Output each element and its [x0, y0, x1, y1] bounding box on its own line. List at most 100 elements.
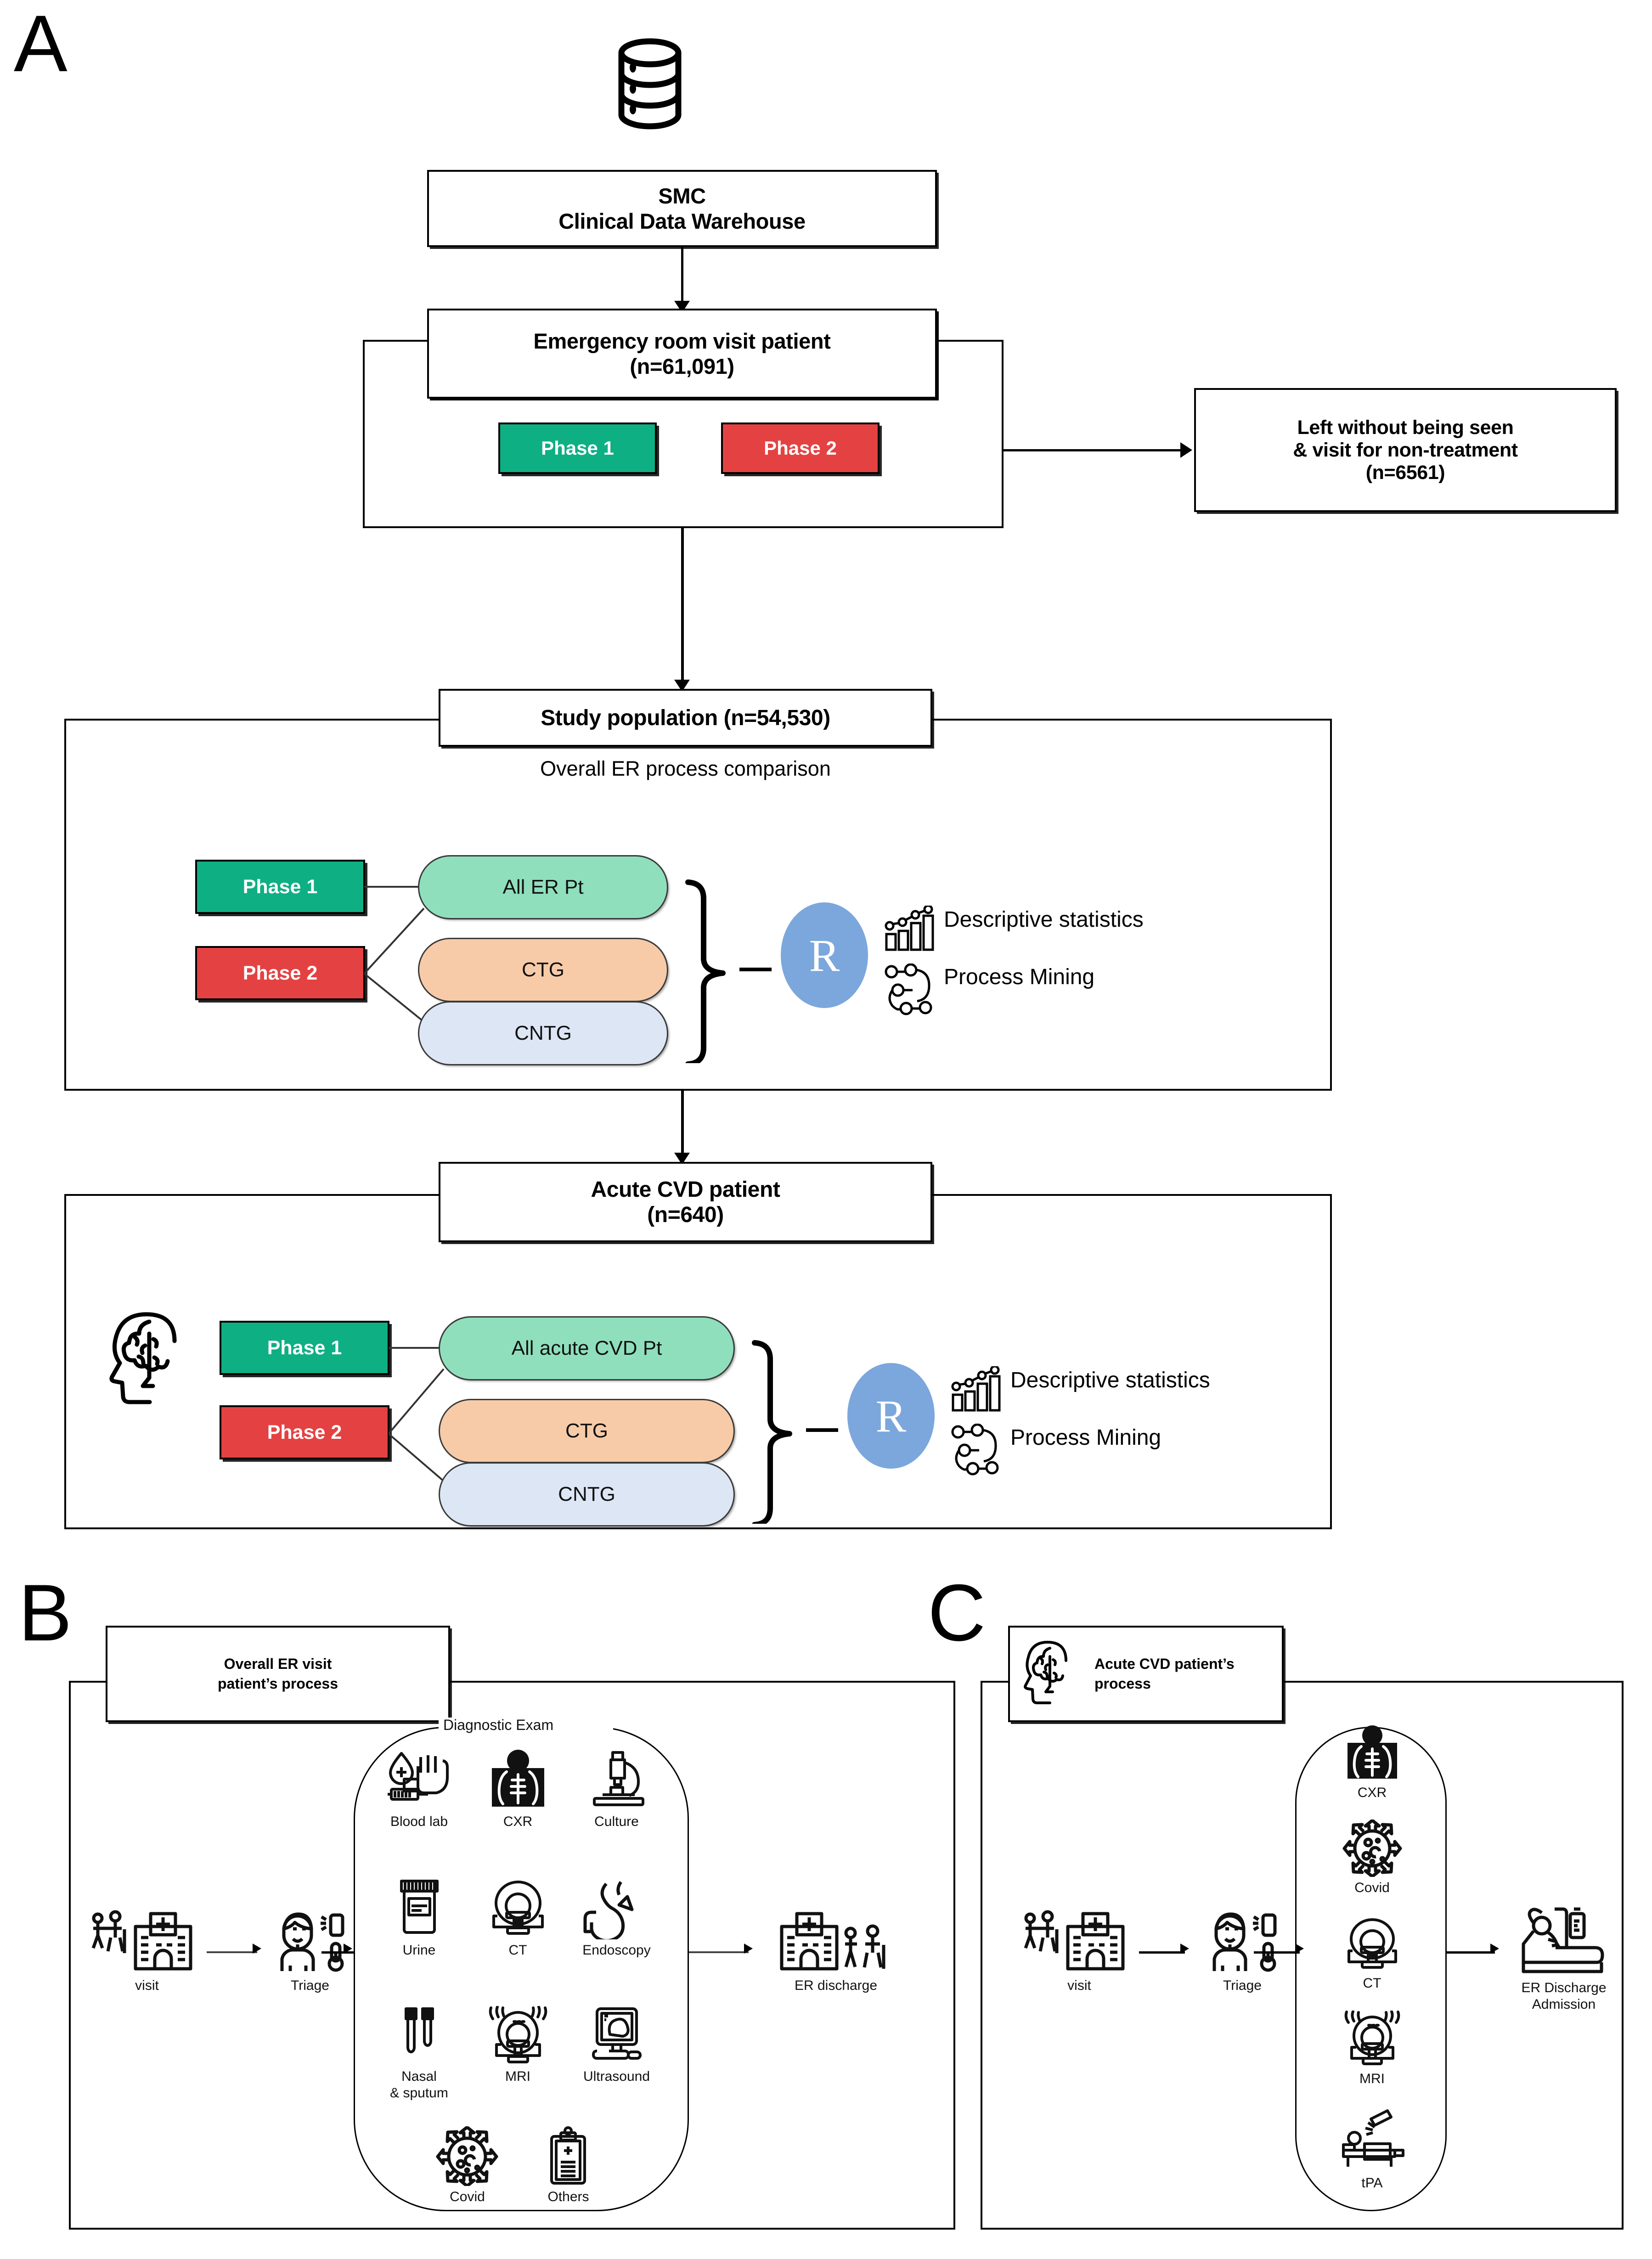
database-icon — [611, 34, 689, 133]
node-mri-c-label: MRI — [1359, 2071, 1385, 2086]
excluded-box: Left without being seen & visit for non-… — [1194, 388, 1617, 512]
node-ct-c-label: CT — [1363, 1976, 1381, 1991]
diagnostic-exam-title: Diagnostic Exam — [443, 1717, 554, 1733]
brace-cvd — [752, 1340, 792, 1524]
group-pill-ctg-cvd: CTG — [439, 1399, 735, 1463]
virus-icon-b — [434, 2126, 501, 2186]
arrow-line-triage-exam-b — [321, 1951, 354, 1954]
node-ct-c: CT — [1323, 1915, 1421, 1992]
arrow-line-exam-discharge-b — [689, 1951, 749, 1953]
node-nasal-sputum-label-line1: Nasal — [401, 2069, 437, 2084]
connector-er-to-study — [681, 528, 684, 691]
node-ct-b-label: CT — [508, 1943, 527, 1958]
r-tool-badge-cvd-label: R — [875, 1390, 907, 1442]
arrow-visit-triage-c — [1180, 1944, 1189, 1954]
node-mri-b-label: MRI — [505, 2069, 530, 2084]
study-population-title: Study population (n=54,530) — [541, 705, 830, 730]
chest-xray-icon-b — [484, 1749, 553, 1811]
patient-bed-iv-icon — [1512, 1904, 1616, 1977]
node-culture: Culture — [567, 1749, 666, 1830]
er-visit-line1-front: Emergency room visit patient — [533, 329, 831, 353]
brace-overall-stem — [739, 968, 772, 971]
triage-nurse-icon-c — [1199, 1906, 1286, 1975]
excluded-line2: & visit for non-treatment — [1293, 439, 1518, 461]
iv-bed-injection-icon — [1338, 2108, 1407, 2172]
node-endoscopy: Endoscopy — [567, 1877, 666, 1959]
panel-b-letter: B — [18, 1568, 72, 1658]
group-pill-ctg-cvd-label: CTG — [565, 1420, 608, 1442]
node-culture-label: Culture — [594, 1814, 639, 1829]
source-line1: SMC — [658, 184, 706, 208]
node-ct-b: CT — [468, 1877, 567, 1959]
mri-scanner-icon-c — [1340, 2011, 1404, 2068]
process-mining-label-cvd: Process Mining — [1010, 1425, 1161, 1450]
node-mri-c: MRI — [1323, 2011, 1421, 2087]
virus-icon-c — [1340, 1820, 1404, 1877]
descriptive-statistics-label-overall: Descriptive statistics — [944, 907, 1144, 932]
brain-head-icon-cvd — [106, 1309, 191, 1408]
excluded-line3: (n=6561) — [1365, 461, 1445, 484]
group-pill-ctg-overall: CTG — [418, 938, 668, 1002]
source-line2: Clinical Data Warehouse — [558, 209, 806, 233]
group-pill-cntg-overall: CNTG — [418, 1001, 668, 1065]
phase2-chip-cvd: Phase 2 — [220, 1405, 389, 1459]
phase2-chip-cvd-label: Phase 2 — [267, 1421, 342, 1443]
mri-scanner-icon-b — [484, 2006, 553, 2066]
group-pill-all-er-pt-label: All ER Pt — [502, 876, 584, 898]
group-pill-cntg-cvd: CNTG — [439, 1462, 735, 1527]
arrow-line-exam-discharge-c — [1447, 1951, 1495, 1954]
hospital-visit-icon-b — [90, 1908, 204, 1975]
node-ultrasound: Ultrasound — [567, 2006, 666, 2085]
phase1-chip-cvd-label: Phase 1 — [267, 1336, 342, 1359]
panel-c-header-line1: Acute CVD patient’s — [1094, 1655, 1235, 1672]
node-tpa-label: tPA — [1361, 2175, 1383, 2191]
node-er-discharge-admission-line1: ER Discharge — [1521, 1980, 1607, 1995]
er-visit-line2-front: (n=61,091) — [630, 354, 734, 378]
node-tpa: tPA — [1323, 2108, 1421, 2191]
node-ultrasound-label: Ultrasound — [583, 2069, 650, 2084]
node-er-discharge-b-label: ER discharge — [794, 1978, 878, 1993]
node-visit-c-label: visit — [1067, 1978, 1091, 1993]
process-graph-icon-overall — [884, 963, 939, 1016]
brain-head-icon-panel-c — [1024, 1639, 1077, 1708]
node-er-discharge-admission-c: ER Discharge Admission — [1495, 1904, 1633, 2013]
node-cxr-b: CXR — [468, 1749, 567, 1830]
connector-er-to-excluded — [1004, 449, 1187, 451]
hospital-discharge-icon — [775, 1908, 897, 1975]
node-cxr-b-label: CXR — [503, 1814, 533, 1829]
node-triage-c-label: Triage — [1223, 1978, 1262, 1993]
arrow-line-visit-triage-b — [207, 1951, 257, 1953]
arrow-line-triage-exam-c — [1254, 1951, 1300, 1954]
node-others: Others — [519, 2126, 618, 2205]
node-cxr-c-label: CXR — [1357, 1785, 1387, 1800]
node-er-discharge-admission-line2: Admission — [1532, 1997, 1596, 2012]
panel-c-header-line2: process — [1094, 1675, 1151, 1692]
urine-cup-icon — [385, 1877, 454, 1939]
group-pill-all-cvd-pt: All acute CVD Pt — [439, 1316, 735, 1380]
node-visit-b-label: visit — [135, 1978, 159, 1993]
node-cxr-c: CXR — [1323, 1724, 1421, 1801]
phase2-chip-er-label: Phase 2 — [764, 437, 837, 459]
arrow-triage-exam-b — [344, 1944, 352, 1954]
brace-overall — [685, 879, 726, 1063]
panel-b-header-box: Overall ER visit patient’s process — [106, 1626, 450, 1722]
phase2-chip-overall: Phase 2 — [195, 946, 365, 1000]
panel-c-header-box: Acute CVD patient’s process — [1008, 1626, 1284, 1722]
connector-source-to-er — [681, 247, 683, 309]
process-graph-icon-cvd — [951, 1424, 1006, 1476]
ultrasound-icon — [582, 2006, 651, 2066]
study-population-box: Study population (n=54,530) — [439, 689, 932, 747]
ct-scanner-icon-b — [484, 1877, 553, 1939]
er-visit-box-front: Emergency room visit patient (n=61,091) — [427, 309, 937, 399]
panel-b-header-line2: patient’s process — [217, 1675, 338, 1692]
node-er-discharge-b: ER discharge — [762, 1908, 909, 1994]
acute-cvd-line1: Acute CVD patient — [591, 1177, 780, 1202]
source-box: SMC Clinical Data Warehouse — [427, 170, 937, 247]
node-nasal-sputum-label: Nasal & sputum — [376, 2068, 463, 2101]
node-endoscopy-label: Endoscopy — [582, 1943, 651, 1958]
clipboard-icon — [535, 2126, 602, 2186]
ct-scanner-icon-c — [1340, 1915, 1404, 1972]
connector-study-to-cvd — [681, 1091, 684, 1166]
r-tool-badge-overall: R — [781, 902, 868, 1008]
node-blood-lab: Blood lab — [370, 1749, 468, 1830]
